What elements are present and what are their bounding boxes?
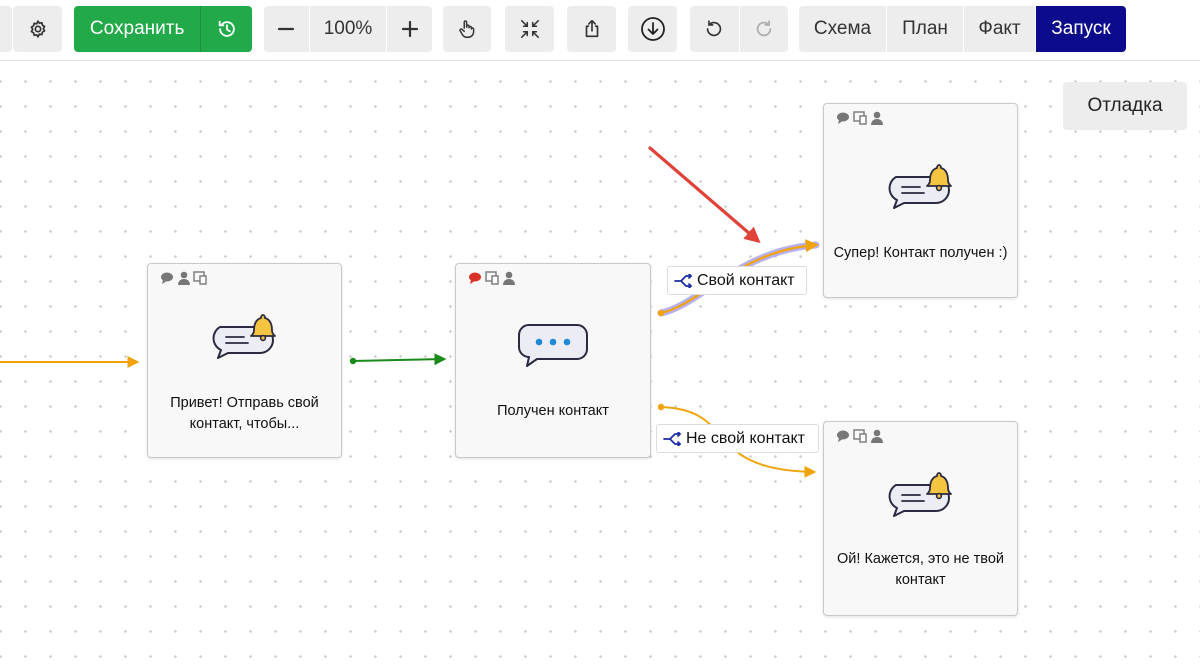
device-badge-icon: [853, 111, 867, 125]
redo-icon: [756, 20, 771, 37]
node-contact-received[interactable]: Получен контакт: [455, 263, 651, 458]
edge-label-not-own-contact[interactable]: Не свой контакт: [656, 424, 819, 453]
node-error[interactable]: Ой! Кажется, это не твой контакт: [823, 421, 1018, 616]
tab-scheme[interactable]: Схема: [799, 6, 887, 52]
pan-tool-button[interactable]: [443, 6, 491, 52]
node-greeting[interactable]: Привет! Отправь свой контакт, чтобы...: [147, 263, 342, 458]
settings-button[interactable]: [13, 6, 62, 52]
chat-badge-icon: [161, 272, 173, 284]
node-badges: [836, 111, 884, 125]
history-group: [690, 6, 788, 52]
left-panel-toggle[interactable]: [0, 6, 12, 52]
node-text: Ой! Кажется, это не твой контакт: [837, 551, 1004, 588]
device-badge-icon: [485, 271, 499, 285]
branch-icon: [674, 273, 692, 288]
toolbar: Сохранить 100%: [0, 0, 1200, 61]
save-button[interactable]: Сохранить: [74, 6, 201, 52]
plus-icon: [401, 20, 418, 38]
fit-icon: [520, 19, 539, 39]
node-badges: [160, 271, 208, 285]
chat-badge-icon: [469, 272, 481, 284]
zoom-level: 100%: [310, 6, 388, 52]
message-typing-icon: [518, 324, 588, 367]
annotation-arrow: [648, 146, 761, 244]
node-badges: [836, 429, 884, 443]
debug-button[interactable]: Отладка: [1063, 82, 1187, 130]
chat-badge-icon: [837, 430, 849, 442]
share-button[interactable]: [567, 6, 616, 52]
zoom-group: 100%: [264, 6, 432, 52]
zoom-in-button[interactable]: [387, 6, 432, 52]
user-badge-icon: [871, 111, 883, 125]
node-text: Привет! Отправь свой контакт, чтобы...: [170, 395, 319, 432]
user-badge-icon: [178, 271, 190, 285]
chat-badge-icon: [837, 112, 849, 124]
mode-tabs: Схема План Факт Запуск: [799, 6, 1126, 52]
message-bell-icon: [888, 472, 952, 517]
user-badge-icon: [503, 271, 515, 285]
message-bell-icon: [212, 314, 276, 359]
device-badge-icon: [193, 271, 207, 285]
node-success[interactable]: Супер! Контакт получен :): [823, 103, 1018, 298]
message-bell-icon: [888, 164, 952, 209]
history-icon: [218, 20, 235, 37]
user-badge-icon: [871, 429, 883, 443]
share-icon: [585, 19, 598, 38]
edge-greeting-to-contact[interactable]: [352, 353, 447, 366]
minus-icon: [278, 27, 295, 31]
node-badges: [468, 271, 516, 285]
edge-label-text: Свой контакт: [697, 271, 795, 289]
device-badge-icon: [853, 429, 867, 443]
hand-icon: [459, 20, 475, 38]
save-history-button[interactable]: [200, 6, 252, 52]
download-button[interactable]: [628, 6, 677, 52]
redo-button[interactable]: [740, 6, 789, 52]
tab-plan[interactable]: План: [887, 6, 964, 52]
download-icon: [640, 17, 665, 41]
gear-icon: [30, 20, 45, 38]
undo-button[interactable]: [690, 6, 740, 52]
node-text: Получен контакт: [497, 403, 609, 419]
edge-label-text: Не свой контакт: [686, 429, 805, 447]
fit-view-button[interactable]: [505, 6, 554, 52]
zoom-out-button[interactable]: [264, 6, 310, 52]
tab-fact[interactable]: Факт: [964, 6, 1036, 52]
node-text: Супер! Контакт получен :): [833, 245, 1008, 261]
save-group: Сохранить: [74, 6, 252, 52]
edge-label-own-contact[interactable]: Свой контакт: [667, 266, 807, 295]
tab-run[interactable]: Запуск: [1036, 6, 1126, 52]
branch-icon: [663, 431, 681, 446]
undo-icon: [707, 20, 722, 37]
